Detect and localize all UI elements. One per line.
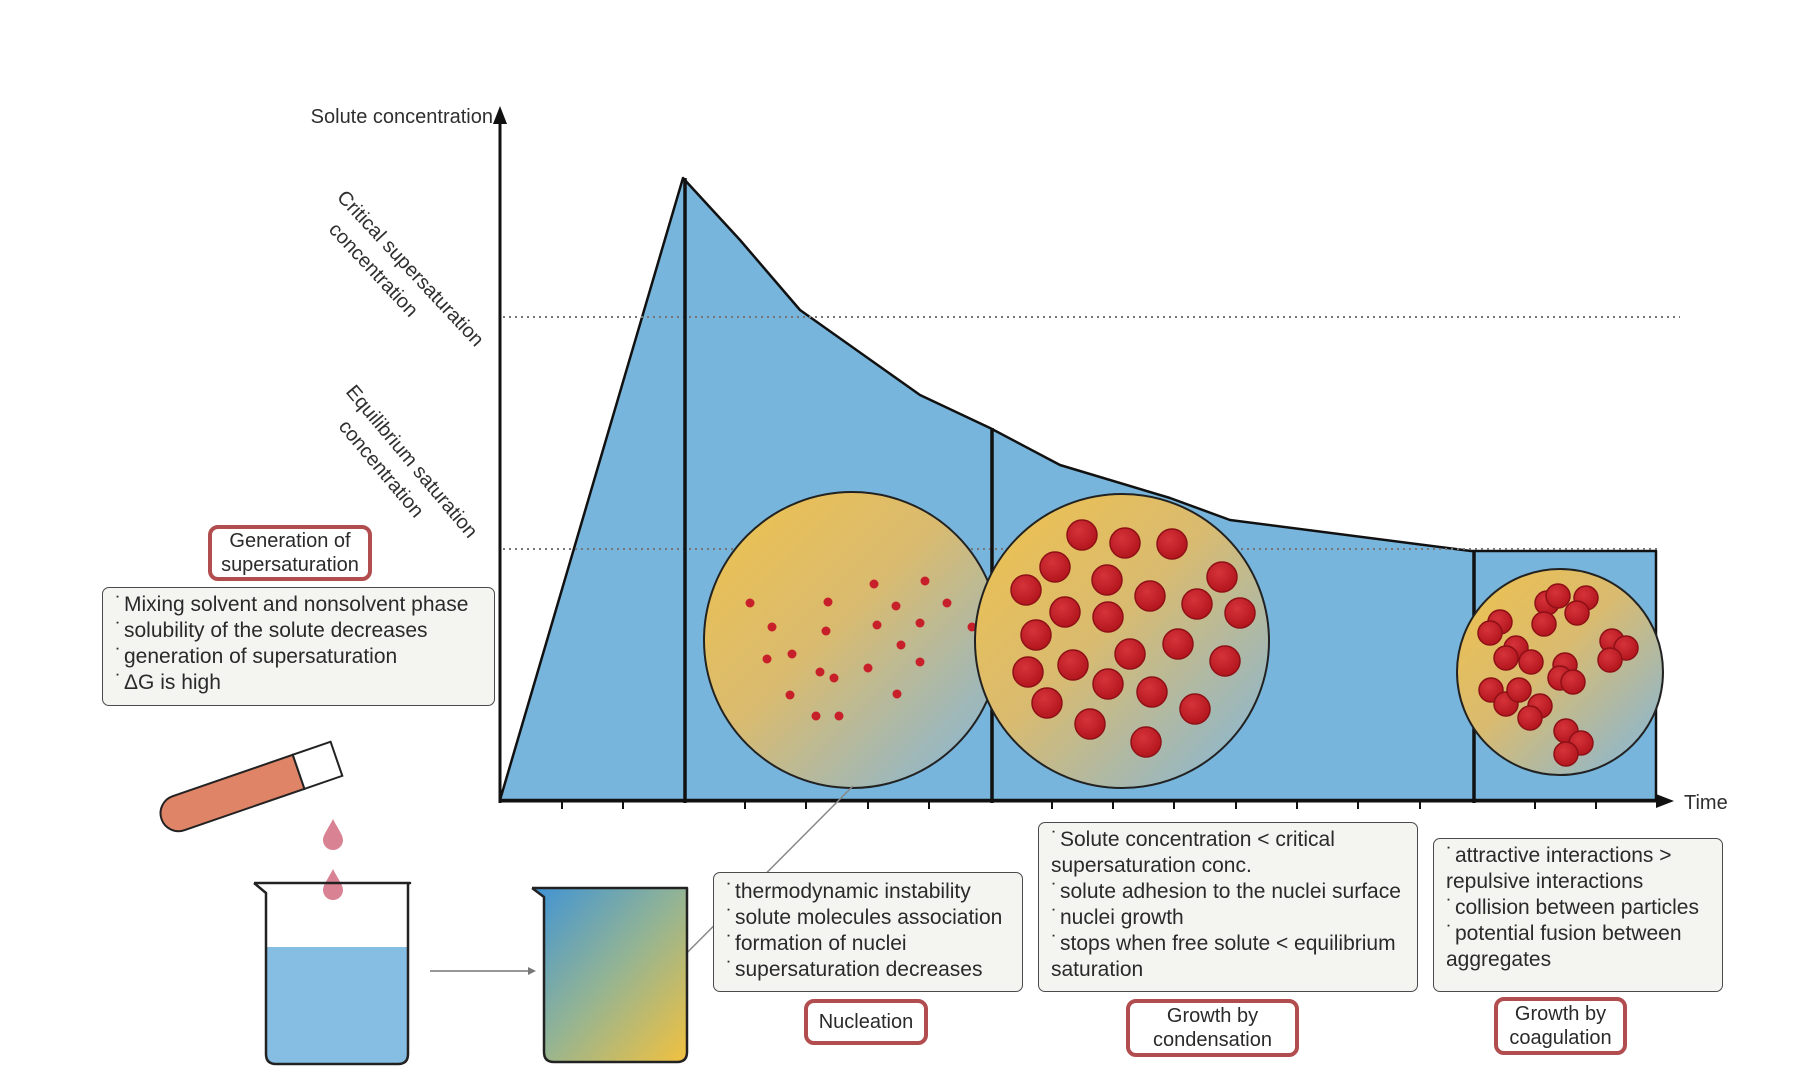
condensation-view [974, 493, 1270, 789]
test-tube-icon [159, 740, 344, 833]
critical-level-label: Critical supersaturation concentration [324, 186, 488, 351]
coagulation-view [1456, 568, 1664, 776]
gradient-beaker-icon [531, 886, 689, 1064]
arrow-head [528, 967, 536, 975]
coagulation-stage-label: Growth by coagulation [1494, 997, 1627, 1055]
list-item: ˙solute adhesion to the nuclei surface [1051, 880, 1401, 903]
y-axis-label: Solute concentration [311, 106, 493, 128]
x-axis-ticks [561, 801, 1597, 809]
list-item: ˙thermodynamic instability [726, 880, 971, 903]
list-item-continuation: saturation [1051, 958, 1144, 981]
condensation-stage-label: Growth by condensation [1126, 999, 1299, 1057]
list-item: ˙formation of nuclei [726, 932, 907, 955]
list-item: ˙attractive interactions > [1446, 844, 1672, 867]
nucleation-view [703, 491, 1001, 789]
coagulation-notes: ˙attractive interactions > repulsive int… [1433, 838, 1723, 992]
condensation-title-line2: condensation [1153, 1029, 1272, 1051]
list-item: ˙stops when free solute < equilibrium [1051, 932, 1396, 955]
list-item: ˙solubility of the solute decreases [115, 619, 428, 642]
svg-text:Critical supersaturation: Critical supersaturation [332, 186, 488, 351]
x-axis-label: Time [1684, 792, 1728, 814]
y-axis-arrow-icon [493, 106, 507, 124]
list-item: ˙generation of supersaturation [115, 645, 398, 668]
list-item: ˙Mixing solvent and nonsolvent phase [115, 593, 469, 616]
droplet-icon [323, 869, 343, 900]
generation-stage-label: Generation of supersaturation [208, 525, 372, 581]
generation-notes: ˙Mixing solvent and nonsolvent phase ˙so… [102, 587, 495, 706]
droplet-icon [323, 819, 343, 850]
list-item-continuation: aggregates [1446, 948, 1552, 971]
x-axis-arrow-icon [1656, 794, 1674, 808]
beaker-icon [253, 881, 412, 1066]
nucleation-stage-label: Nucleation [804, 999, 928, 1045]
list-item: ˙solute molecules association [726, 906, 1003, 929]
coagulation-title-line2: coagulation [1509, 1027, 1612, 1049]
list-item: ˙nuclei growth [1051, 906, 1184, 929]
list-item: ˙ΔG is high [115, 671, 221, 694]
nucleation-notes: ˙thermodynamic instability ˙solute molec… [713, 872, 1023, 992]
list-item: ˙potential fusion between [1446, 922, 1682, 945]
condensation-notes: ˙Solute concentration < critical supersa… [1038, 822, 1418, 992]
generation-title-line2: supersaturation [221, 554, 359, 576]
coagulation-title-line1: Growth by [1514, 1003, 1607, 1025]
list-item-continuation: supersaturation conc. [1051, 854, 1252, 877]
list-item: ˙supersaturation decreases [726, 958, 983, 981]
condensation-title-line1: Growth by [1166, 1005, 1259, 1027]
list-item: ˙Solute concentration < critical [1051, 828, 1335, 851]
list-item: ˙collision between particles [1446, 896, 1699, 919]
generation-title-line1: Generation of [229, 530, 351, 552]
list-item-continuation: repulsive interactions [1446, 870, 1644, 893]
nucleation-title: Nucleation [818, 1011, 914, 1033]
